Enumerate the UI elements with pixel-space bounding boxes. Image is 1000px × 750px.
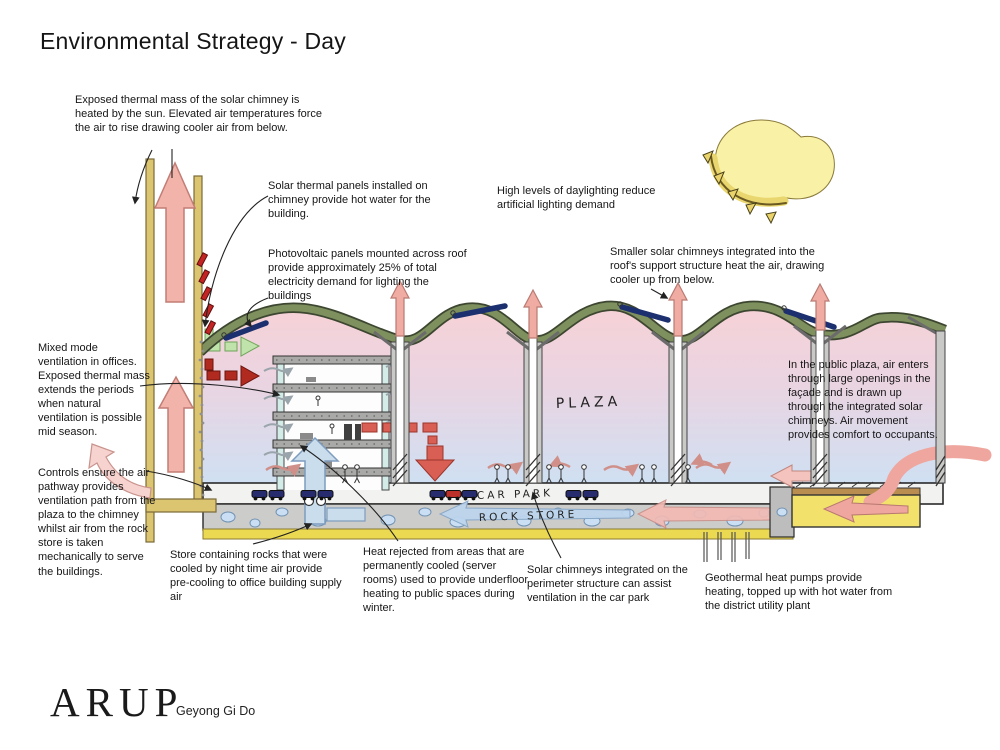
rock-store-label: ROCK STORE — [479, 509, 578, 524]
pv-panel-scribbles — [221, 301, 787, 338]
annotation-photovoltaic: Photovoltaic panels mounted across roof … — [268, 248, 467, 303]
parked-cars — [251, 490, 599, 501]
cooled-flow-arrow — [438, 500, 631, 528]
pv-panels — [223, 303, 837, 341]
sun-icon — [702, 119, 835, 225]
server-rack — [344, 424, 352, 440]
intake-air-curve — [863, 445, 992, 509]
rising-air-arrow-upper — [153, 161, 197, 303]
arup-logo: ARUP — [50, 679, 184, 725]
annotation-smaller-chimneys: Smaller solar chimneys integrated into t… — [610, 246, 825, 287]
perimeter-wall — [907, 315, 946, 487]
project-location: Geyong Gi Do — [176, 704, 256, 718]
annotation-solar-thermal: Solar thermal panels installed on chimne… — [268, 180, 431, 221]
intake-duct — [769, 445, 992, 538]
roof-chimney-4 — [793, 282, 847, 487]
pipe-chain — [198, 340, 205, 497]
plaza-label: PLAZA — [556, 394, 622, 412]
annotation-geothermal: Geothermal heat pumps provide heating, t… — [705, 572, 893, 613]
annotation-rock-store: Store containing rocks that were cooled … — [170, 549, 342, 604]
server-rack — [355, 424, 361, 440]
solar-thermal-panels — [196, 252, 217, 336]
sun-rays — [702, 150, 777, 225]
roof-chimney-2 — [506, 288, 560, 487]
warm-exhaust-dashed-arrow — [204, 358, 261, 387]
solar-chimney — [88, 158, 217, 543]
annotation-mixed-mode: Mixed mode ventilation in offices. Expos… — [38, 342, 150, 439]
plaza-air-arrows — [265, 453, 732, 477]
roof-chimney-1 — [373, 279, 427, 487]
rising-air-arrow-lower — [157, 375, 195, 473]
people-figures — [342, 464, 691, 484]
annotation-daylighting: High levels of daylighting reduce artifi… — [497, 185, 656, 212]
roof-chimney-3 — [651, 281, 705, 487]
annotation-perimeter-chimneys: Solar chimneys integrated on the perimet… — [527, 564, 688, 605]
annotation-exposed-thermal: Exposed thermal mass of the solar chimne… — [75, 94, 323, 135]
page-title: Environmental Strategy - Day — [40, 28, 347, 54]
annotation-public-plaza: In the public plaza, air enters through … — [788, 359, 938, 442]
plaza-to-chimney-arrow — [88, 443, 152, 499]
intake-air-arrow — [822, 495, 909, 523]
wavy-roof — [196, 300, 947, 356]
annotation-controls: Controls ensure the air pathway provides… — [38, 467, 156, 578]
annotation-heat-rejected: Heat rejected from areas that are perman… — [363, 546, 529, 615]
geothermal-pipes — [703, 532, 750, 562]
leader-lines — [131, 149, 669, 559]
car-park-label: CAR PARK — [477, 487, 554, 502]
